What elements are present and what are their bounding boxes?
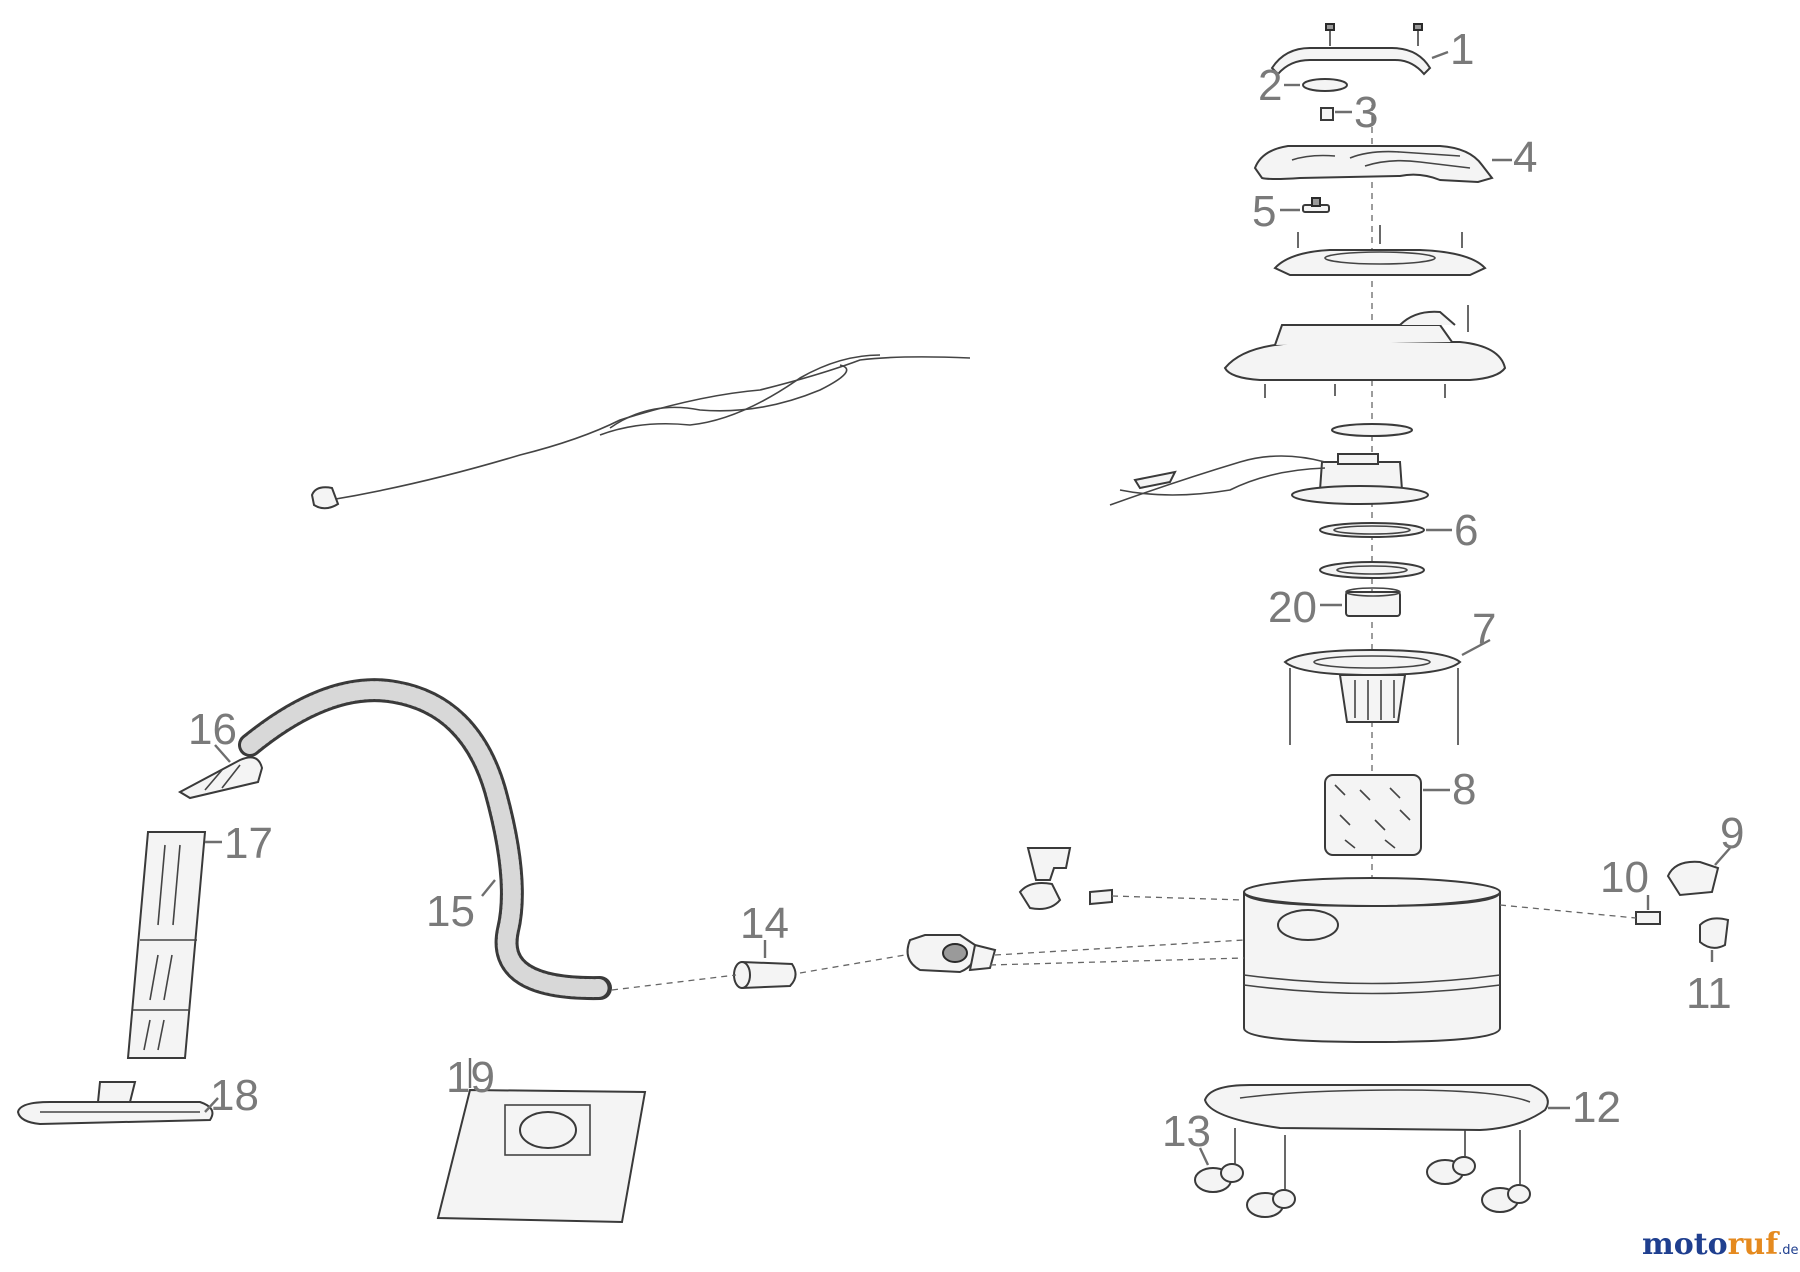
callout-leaders xyxy=(204,50,1731,1166)
callout-15: 15 xyxy=(426,887,475,936)
part-base xyxy=(1203,1084,1549,1132)
part-gasket xyxy=(1319,522,1425,538)
brand-watermark: motoruf.de xyxy=(1642,1227,1799,1262)
brand-ruf: ruf xyxy=(1728,1227,1781,1262)
part-power-cord xyxy=(310,354,971,510)
part-filter-cage xyxy=(1283,648,1462,745)
part-inlet-connector xyxy=(906,934,1245,974)
part-handle xyxy=(1270,23,1432,76)
part-castors xyxy=(1194,1128,1531,1218)
callout-8: 8 xyxy=(1452,765,1476,814)
part-switch-cap xyxy=(1302,78,1348,92)
callout-6: 6 xyxy=(1454,506,1478,555)
part-gasket-upper xyxy=(1331,423,1413,437)
part-upper-plate xyxy=(1273,225,1487,276)
part-filter-bag xyxy=(436,1088,647,1224)
part-foam-filter xyxy=(1324,774,1422,856)
callout-20: 20 xyxy=(1268,583,1317,632)
callout-17: 17 xyxy=(224,819,273,868)
callout-16: 16 xyxy=(188,705,237,754)
callout-11: 11 xyxy=(1686,969,1732,1018)
part-crevice-nozzle xyxy=(177,756,264,800)
callout-18: 18 xyxy=(210,1071,259,1120)
callout-14: 14 xyxy=(740,899,789,948)
part-spacer-ring xyxy=(1345,587,1401,617)
part-left-latch xyxy=(1018,847,1245,910)
callout-7: 7 xyxy=(1472,605,1496,654)
brand-suffix: .de xyxy=(1778,1243,1798,1258)
callout-13: 13 xyxy=(1162,1107,1211,1156)
callout-3: 3 xyxy=(1354,88,1378,137)
callout-9: 9 xyxy=(1720,809,1744,858)
callout-labels: 1 2 3 4 5 6 7 8 9 10 11 12 13 14 15 16 1… xyxy=(188,25,1744,1156)
callout-2: 2 xyxy=(1258,61,1282,110)
part-motor xyxy=(1109,453,1429,506)
part-switch xyxy=(1320,107,1334,121)
part-gasket-lower xyxy=(1319,561,1425,579)
callout-10: 10 xyxy=(1600,853,1649,902)
callout-19: 19 xyxy=(446,1053,495,1102)
brand-moto: moto xyxy=(1642,1227,1728,1262)
part-drum xyxy=(1243,877,1501,1044)
part-flexible-hose xyxy=(238,678,612,1001)
callout-4: 4 xyxy=(1513,133,1537,182)
part-base-plate xyxy=(1223,305,1507,398)
part-floor-nozzle xyxy=(16,1081,214,1126)
callout-5: 5 xyxy=(1252,187,1276,236)
part-extension-tubes xyxy=(126,831,207,1059)
part-hose-adapter xyxy=(611,954,906,991)
part-clip xyxy=(1302,197,1330,213)
part-right-latch xyxy=(1499,860,1730,949)
callout-1: 1 xyxy=(1450,25,1474,74)
callout-12: 12 xyxy=(1572,1083,1621,1132)
part-motor-cover xyxy=(1253,145,1494,184)
